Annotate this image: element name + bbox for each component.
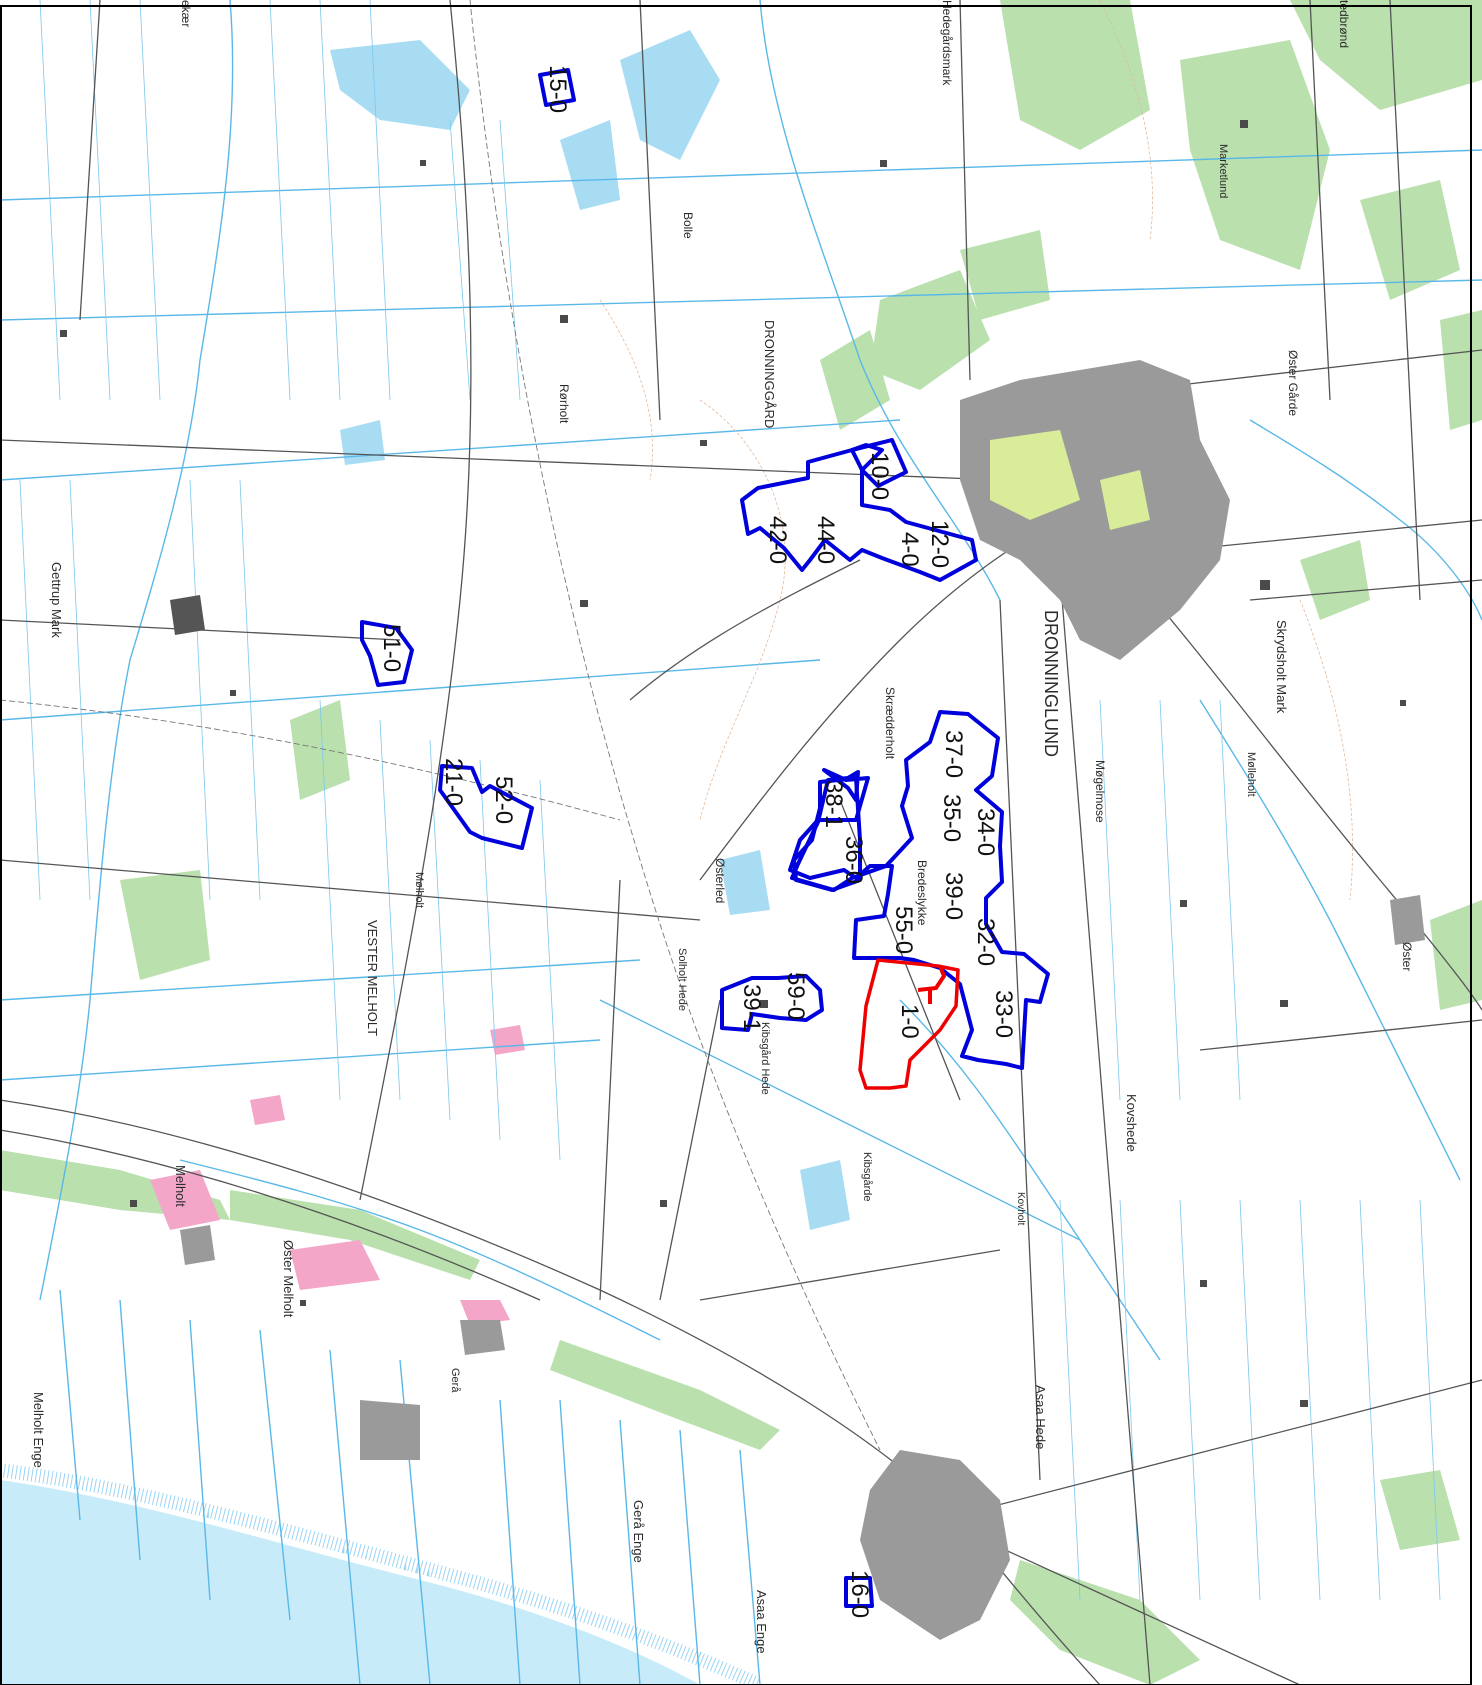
parcel-label-35-0: 35-0	[938, 794, 965, 842]
parcel-label-10-0: 10-0	[866, 452, 893, 500]
place-label-skraedderholt: Skrædderholt	[883, 687, 897, 760]
place-label-asaa-hede: Asaa Hede	[1033, 1385, 1048, 1449]
place-label-gettrup-mark: Gettrup Mark	[49, 562, 64, 638]
parcel-label-42-0: 42-0	[764, 516, 791, 564]
place-label-tedbrond: tedbrønd	[1337, 0, 1351, 48]
urban-areas	[170, 360, 1425, 1640]
parcel-label-21-0: 21-0	[440, 758, 467, 806]
field-ditches	[19, 0, 1441, 1601]
place-labels: DRONNINGLUND DRONNINGGÅRD VESTER MELHOLT…	[31, 0, 1414, 1654]
parcel-label-12-0: 12-0	[926, 520, 953, 568]
place-label-oster-melholt: Øster Melholt	[281, 1240, 296, 1318]
place-label-mogelmose: Møgelmose	[1093, 760, 1107, 823]
place-label-gera-enge: Gerå Enge	[631, 1500, 646, 1563]
sea-area	[0, 1480, 700, 1685]
parcel-label-1-0: 1-0	[896, 1004, 923, 1039]
parcel-label-44-0: 44-0	[812, 516, 839, 564]
buildings	[60, 120, 1406, 1407]
place-label-oster: Øster	[1400, 942, 1414, 971]
parcel-outline-15-0[interactable]	[538, 68, 576, 107]
place-label-kovholt: Kovholt	[1015, 1192, 1026, 1226]
rail-lines	[0, 0, 881, 1451]
place-label-osterled: Østerled	[713, 858, 727, 903]
red-parcel	[858, 958, 960, 1090]
place-label-dronninggard: DRONNINGGÅRD	[762, 320, 777, 428]
parcel-labels: 15-0 10-0 42-0 44-0 12-0 4-0 51-0 21-0 5…	[378, 65, 1017, 1618]
place-label-melholt-enge: Melholt Enge	[31, 1392, 46, 1468]
place-label-kovshede: Kovshede	[1124, 1094, 1139, 1152]
parcel-label-59-0: 59-0	[782, 972, 809, 1020]
map-border	[0, 5, 1472, 1685]
parcel-outline-10-0[interactable]	[850, 438, 908, 488]
parcel-label-37-0: 37-0	[940, 730, 967, 778]
parcel-label-36-0: 36-0	[840, 836, 867, 884]
parcel-label-51-0: 51-0	[378, 624, 405, 672]
parcel-outline-1-0[interactable]	[858, 958, 960, 1090]
parcel-label-52-0: 52-0	[490, 776, 517, 824]
wetland-areas	[330, 30, 850, 1230]
parcel-outline-16-0[interactable]	[844, 1576, 874, 1608]
place-label-kibsgarde: Kibsgårde	[861, 1152, 873, 1202]
parcel-label-34-0: 34-0	[972, 808, 999, 856]
parcel-outline-51-0[interactable]	[360, 620, 414, 687]
parcel-label-55-0: 55-0	[890, 906, 917, 954]
place-label-rorholt: Rørholt	[557, 384, 571, 424]
place-label-bredeslykke: Bredeslykke	[915, 860, 929, 926]
place-label-gera: Gerå	[449, 1368, 461, 1393]
parcel-label-16-0: 16-0	[846, 1570, 873, 1618]
parcel-label-32-0: 32-0	[972, 918, 999, 966]
place-label-solholt-hede: Solholt Hede	[676, 948, 688, 1011]
place-label-ekaer: ekær	[179, 0, 193, 27]
place-label-vester-melholt: VESTER MELHOLT	[365, 920, 380, 1036]
blue-parcels	[360, 68, 1050, 1608]
contour-lines	[599, 0, 1353, 901]
place-label-melholt: Melholt	[173, 1165, 188, 1207]
place-label-molholt: Mølholt	[413, 872, 425, 908]
place-label-skrydsholt-mark: Skrydsholt Mark	[1274, 620, 1289, 714]
red-marker	[917, 965, 946, 1004]
place-label-dronninglund: DRONNINGLUND	[1041, 610, 1061, 757]
parcel-label-39-0: 39-0	[940, 872, 967, 920]
place-label-bolle: Bolle	[681, 212, 695, 239]
place-label-oster-garde: Øster Gårde	[1286, 350, 1300, 416]
parcel-label-39-1: 39-1	[738, 984, 765, 1032]
parcel-outline-39-1-59-0[interactable]	[720, 974, 824, 1032]
place-label-asaa-enge: Asaa Enge	[754, 1590, 769, 1654]
place-label-kibsgard-hede: Kibsgård Hede	[759, 1022, 771, 1095]
parcel-outline-21-0-52-0[interactable]	[438, 764, 534, 850]
place-label-hedegardsmark: Hedegårdsmark	[940, 0, 954, 86]
pink-areas	[150, 1025, 525, 1325]
parcel-label-15-0: 15-0	[544, 65, 571, 113]
parcel-label-4-0: 4-0	[896, 532, 923, 567]
place-label-molleholt: Mølleholt	[1245, 752, 1257, 797]
shore-hatching	[0, 1463, 763, 1685]
place-label-marketlund: Marketlund	[1217, 144, 1229, 198]
parcel-label-33-0: 33-0	[990, 990, 1017, 1038]
parcel-label-38-1: 38-1	[820, 780, 847, 828]
parcel-outline-38-1-36-0[interactable]	[792, 776, 862, 892]
